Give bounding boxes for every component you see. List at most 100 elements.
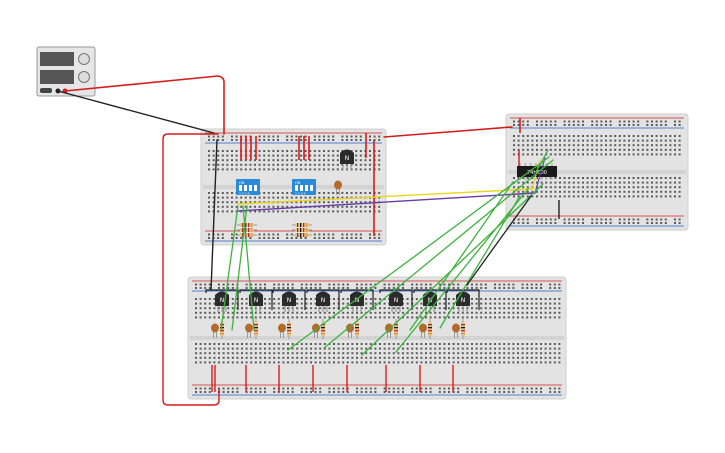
resistor-body[interactable] [287, 322, 291, 336]
jumper-wire[interactable] [205, 289, 239, 310]
ic-pin[interactable] [550, 163, 553, 166]
capacitor-bottom-6[interactable] [385, 323, 393, 339]
resistor-band[interactable] [297, 233, 299, 237]
resistor-band[interactable] [428, 327, 432, 329]
resistor-band[interactable] [254, 327, 258, 329]
resistor-bottom-3[interactable] [287, 319, 291, 339]
resistor-band[interactable] [428, 333, 432, 335]
transistor-label[interactable]: N [254, 297, 259, 304]
capacitor-bottom-1[interactable] [211, 323, 219, 339]
dip-switch-1[interactable]: ON1 2 3 4 [236, 179, 260, 196]
transistor-label[interactable]: N [321, 297, 326, 304]
transistor-body[interactable] [340, 149, 354, 165]
resistor-band[interactable] [254, 330, 258, 332]
power-supply[interactable] [36, 46, 96, 97]
resistor-middle[interactable] [292, 228, 312, 232]
transistor-label[interactable]: N [394, 297, 399, 304]
resistor-band[interactable] [461, 324, 465, 326]
transistor-label[interactable]: N [287, 297, 292, 304]
resistor-band[interactable] [321, 330, 325, 332]
wire-green[interactable] [535, 149, 549, 173]
resistor-body[interactable] [428, 322, 432, 336]
resistor-bottom-7[interactable] [428, 319, 432, 339]
wire-ground-right[interactable] [466, 195, 532, 286]
transistor-label[interactable]: N [220, 297, 225, 304]
resistor-body[interactable] [240, 223, 254, 227]
resistor-band[interactable] [461, 327, 465, 329]
resistor-band[interactable] [297, 223, 299, 227]
capacitor-body[interactable] [211, 323, 219, 333]
resistor-band[interactable] [355, 324, 359, 326]
capacitor-body[interactable] [385, 323, 393, 333]
resistor-body[interactable] [394, 322, 398, 336]
resistor-band[interactable] [254, 324, 258, 326]
resistor-band[interactable] [394, 330, 398, 332]
resistor-body[interactable] [295, 223, 309, 227]
wire-green[interactable] [409, 181, 514, 331]
ic-pin[interactable] [534, 177, 537, 180]
ic-pin[interactable] [524, 177, 527, 180]
resistor-band[interactable] [242, 228, 244, 232]
resistor-band[interactable] [306, 223, 308, 227]
resistor-band[interactable] [394, 324, 398, 326]
ic-pin[interactable] [529, 163, 532, 166]
resistor-bottom-5[interactable] [355, 319, 359, 339]
wire-signal-yellow[interactable] [237, 188, 533, 205]
resistor-band[interactable] [461, 330, 465, 332]
resistor-band[interactable] [248, 223, 250, 227]
resistor-band[interactable] [297, 228, 299, 232]
jumper-wire[interactable] [272, 289, 306, 310]
resistor-band[interactable] [300, 228, 302, 232]
resistor-band[interactable] [251, 223, 253, 227]
breadboard-right[interactable] [505, 113, 689, 231]
transistor-bottom-4[interactable]: N [316, 291, 330, 313]
wire-green[interactable] [439, 195, 521, 329]
wire-power-loop[interactable] [162, 133, 220, 406]
resistor-band[interactable] [242, 223, 244, 227]
resistor-middle[interactable] [237, 223, 257, 227]
resistor-body[interactable] [295, 233, 309, 237]
jumper-wire[interactable] [306, 289, 340, 310]
resistor-bottom-8[interactable] [461, 319, 465, 339]
transistor-label[interactable]: N [345, 155, 350, 162]
resistor-band[interactable] [254, 333, 258, 335]
capacitor-body[interactable] [419, 323, 427, 333]
wire-power-right[interactable] [383, 126, 513, 138]
capacitor-body[interactable] [334, 180, 342, 190]
resistor-band[interactable] [428, 324, 432, 326]
resistor-body[interactable] [254, 322, 258, 336]
wire-psu-negative[interactable] [57, 90, 215, 134]
ic-pin[interactable] [534, 163, 537, 166]
resistor-band[interactable] [300, 233, 302, 237]
resistor-band[interactable] [428, 330, 432, 332]
capacitor-bottom-8[interactable] [452, 323, 460, 339]
wire-green[interactable] [395, 188, 529, 353]
resistor-band[interactable] [287, 330, 291, 332]
resistor-band[interactable] [248, 233, 250, 237]
transistor-body[interactable] [316, 291, 330, 307]
resistor-band[interactable] [242, 233, 244, 237]
resistor-band[interactable] [251, 228, 253, 232]
resistor-body[interactable] [461, 322, 465, 336]
resistor-band[interactable] [355, 333, 359, 335]
resistor-band[interactable] [303, 223, 305, 227]
capacitor-body[interactable] [245, 323, 253, 333]
resistor-band[interactable] [306, 233, 308, 237]
resistor-band[interactable] [245, 223, 247, 227]
resistor-middle[interactable] [292, 223, 312, 227]
ic-pin[interactable] [540, 163, 543, 166]
wire-psu-positive[interactable] [64, 75, 225, 135]
resistor-band[interactable] [287, 324, 291, 326]
resistor-bottom-2[interactable] [254, 319, 258, 339]
capacitor-middle[interactable] [334, 180, 342, 196]
resistor-band[interactable] [220, 333, 224, 335]
transistor-middle[interactable]: N [340, 149, 354, 171]
resistor-band[interactable] [306, 228, 308, 232]
transistor-body[interactable] [282, 291, 296, 307]
resistor-body[interactable] [295, 228, 309, 232]
resistor-band[interactable] [394, 327, 398, 329]
breadboard-bottom[interactable] [187, 276, 567, 400]
transistor-bottom-3[interactable]: N [282, 291, 296, 313]
resistor-band[interactable] [461, 333, 465, 335]
